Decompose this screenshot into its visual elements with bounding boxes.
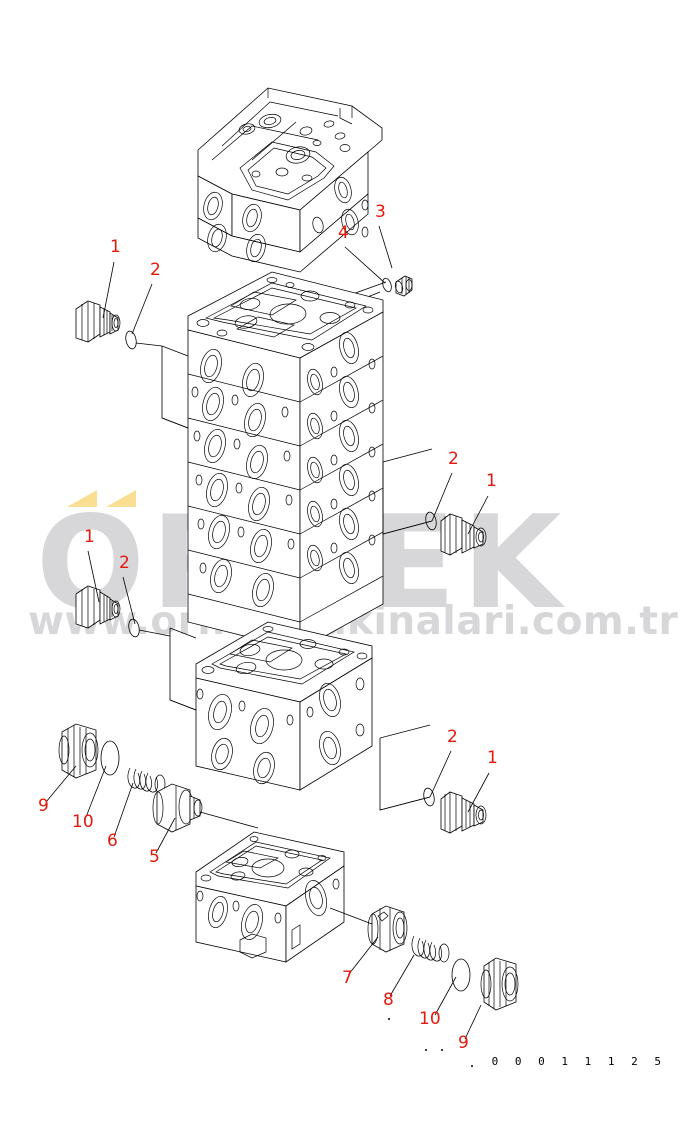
callout-label: 2 <box>447 727 458 747</box>
callout-label: 3 <box>375 202 386 222</box>
callout-label: 1 <box>486 471 497 491</box>
part-10-o-ring-bottom <box>451 958 471 992</box>
main-valve-stack <box>187 271 384 651</box>
callout-label: 9 <box>38 796 49 816</box>
callout-7-bottom[interactable]: 7 <box>342 936 379 988</box>
part-9-cap-plug-bottom <box>480 957 519 1011</box>
part-1-plug-fitting-mid-right <box>440 513 487 556</box>
callout-label: 1 <box>110 237 121 257</box>
part-5-valve-sleeve-lower-left <box>152 783 203 833</box>
callout-5-lower-left[interactable]: 5 <box>149 817 176 867</box>
callout-label: 5 <box>149 847 160 867</box>
callout-label: 1 <box>487 748 498 768</box>
callout-label: 7 <box>342 968 353 988</box>
part-1-plug-fitting-upper-left <box>75 300 121 343</box>
callout-label: 9 <box>458 1033 469 1053</box>
part-3-small-plug <box>394 275 413 297</box>
callout-8-bottom[interactable]: 8 <box>383 954 415 1010</box>
callout-2-mid-right[interactable]: 2 <box>431 449 459 522</box>
callout-2-lower-right[interactable]: 2 <box>429 727 458 798</box>
callout-9-bottom[interactable]: 9 <box>458 1004 482 1053</box>
callout-1-mid-left[interactable]: 1 <box>84 527 100 603</box>
callout-label: 2 <box>448 449 459 469</box>
callout-label: 10 <box>72 812 94 832</box>
callout-1-mid-right[interactable]: 1 <box>467 471 497 535</box>
callout-1-lower-right[interactable]: 1 <box>467 748 498 813</box>
callout-1-top-left[interactable]: 1 <box>102 237 121 319</box>
middle-valve-block <box>195 621 373 791</box>
part-6-spring-lower-left <box>127 767 166 794</box>
part-9-cap-plug-lower-left <box>58 723 99 779</box>
upper-valve-block <box>197 87 383 273</box>
lower-valve-block <box>195 831 345 963</box>
callout-label: 2 <box>150 260 161 280</box>
callout-label: 1 <box>84 527 95 547</box>
callout-label: 8 <box>383 990 394 1010</box>
part-2-o-ring-upper-left <box>125 330 137 350</box>
callout-4-top-right[interactable]: 4 <box>338 223 386 284</box>
callout-10-bottom[interactable]: 10 <box>419 976 457 1029</box>
callout-6-lower-left[interactable]: 6 <box>107 782 134 851</box>
part-1-plug-fitting-mid-left <box>75 585 121 629</box>
callout-10-lower-left[interactable]: 10 <box>72 765 107 832</box>
part-10-o-ring-lower-left <box>100 740 120 776</box>
callout-label: 2 <box>119 553 130 573</box>
callout-label: 4 <box>338 223 349 243</box>
callout-2-top-left[interactable]: 2 <box>131 260 161 335</box>
callout-2-mid-left[interactable]: 2 <box>119 553 136 625</box>
part-2-o-ring-lower-right <box>423 787 435 807</box>
part-7-valve-sleeve-bottom <box>367 905 408 953</box>
part-2-o-ring-mid-left <box>128 618 140 638</box>
part-8-spring-bottom <box>411 935 450 963</box>
left-face-ports <box>200 348 274 608</box>
callout-9-lower-left[interactable]: 9 <box>38 765 77 816</box>
callout-label: 6 <box>107 831 118 851</box>
part-2-o-ring-mid-right <box>425 511 437 531</box>
drawing-part-number: 0 0 0 1 1 1 2 5 <box>491 1055 666 1068</box>
part-4-small-o-ring <box>382 277 392 293</box>
callout-3-top-right[interactable]: 3 <box>375 202 393 269</box>
part-1-plug-fitting-lower-right <box>440 791 487 834</box>
callout-label: 10 <box>419 1009 441 1029</box>
right-face-ports <box>307 331 359 585</box>
